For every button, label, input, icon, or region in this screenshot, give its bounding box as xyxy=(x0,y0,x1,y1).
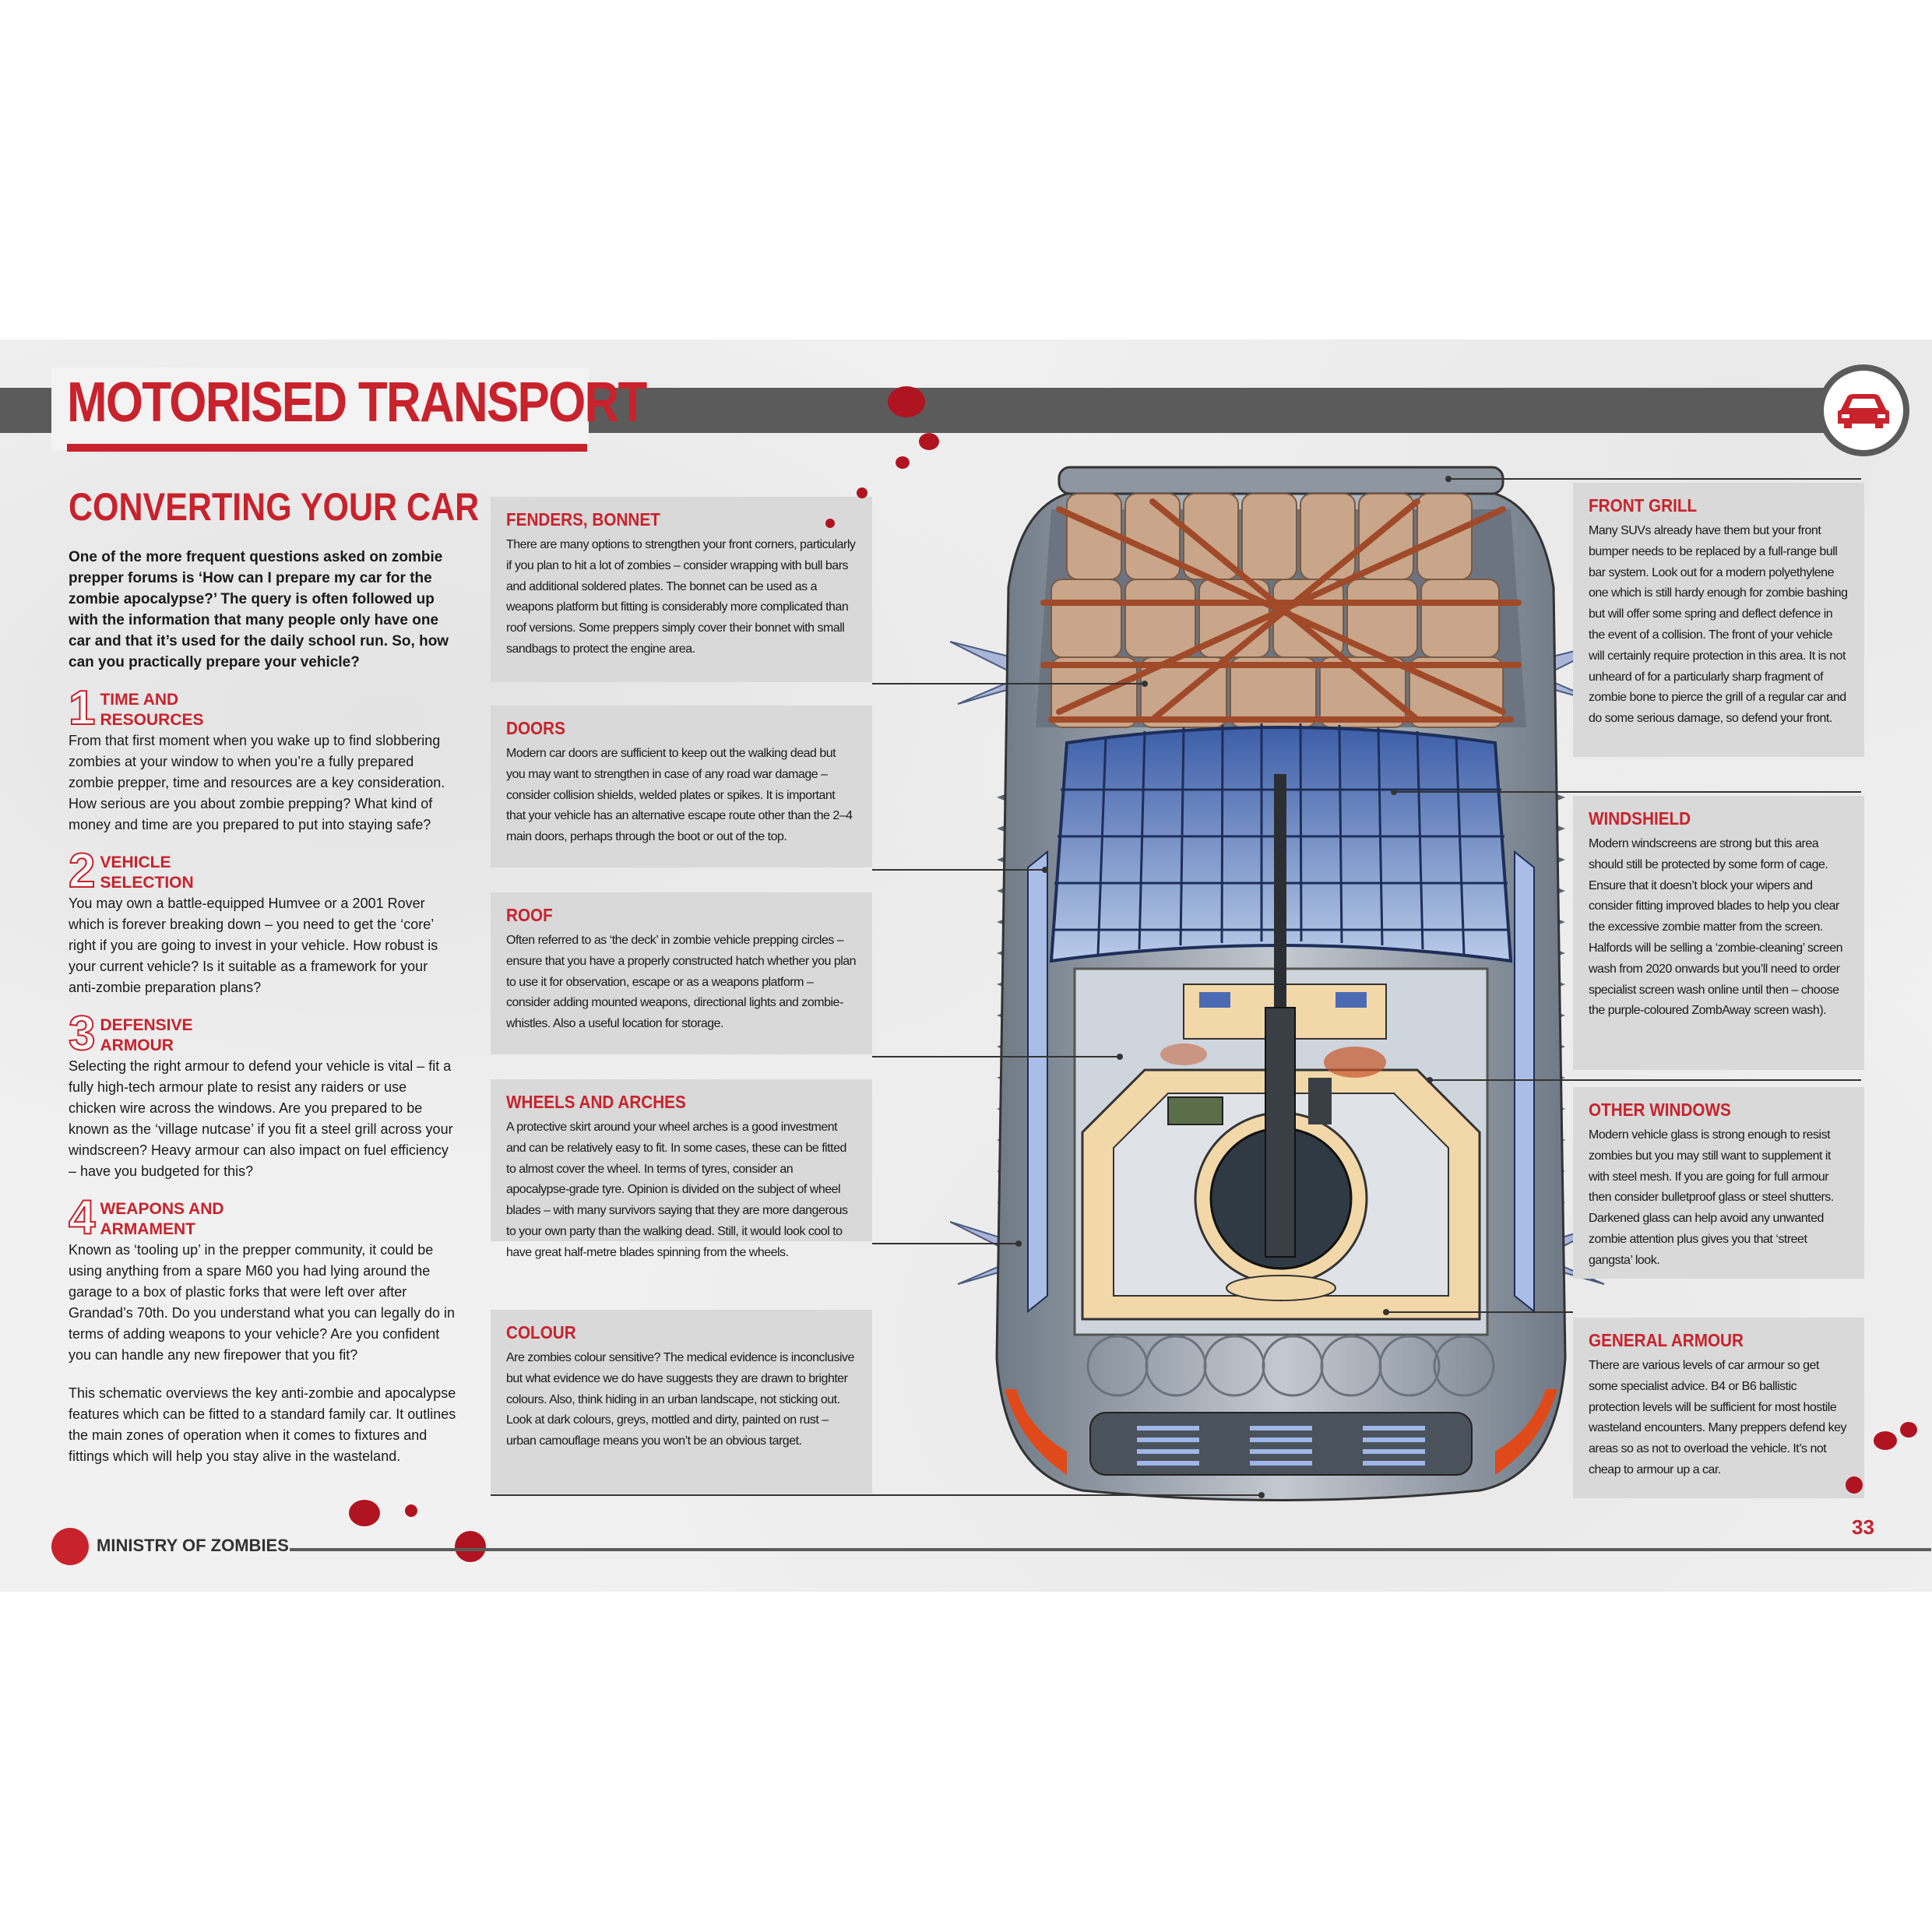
callout-front-grill: FRONT GRILL Many SUVs already have them … xyxy=(1573,483,1864,757)
callout-body: A protective skirt around your wheel arc… xyxy=(506,1121,848,1259)
list-item: 3 DEFENSIVE ARMOUR Selecting the right a… xyxy=(68,1007,458,1182)
leader-dot xyxy=(1117,1054,1123,1060)
leader-dot xyxy=(1142,681,1148,687)
step-number: 2 xyxy=(68,844,97,898)
callout-windshield: WINDSHIELD Modern windscreens are strong… xyxy=(1573,796,1864,1070)
callout-title: COLOUR xyxy=(506,1322,576,1343)
leader-line xyxy=(872,869,1043,871)
blood-splat xyxy=(825,519,835,528)
title-backdrop xyxy=(51,368,589,450)
leader-line xyxy=(491,1494,1262,1496)
step-title: DEFENSIVE ARMOUR xyxy=(100,1016,193,1054)
blood-splat xyxy=(405,1504,417,1517)
leader-line xyxy=(872,1243,1020,1244)
step-title: TIME AND RESOURCES xyxy=(100,691,204,729)
blood-splat xyxy=(1846,1476,1863,1494)
blood-splat xyxy=(455,1531,486,1562)
callout-body: Modern car doors are sufficient to keep … xyxy=(506,747,853,844)
car-icon xyxy=(1818,364,1909,456)
title-underline xyxy=(67,444,587,452)
callout-body: Many SUVs already have them but your fro… xyxy=(1589,524,1848,726)
ministry-of-zombies-logo xyxy=(51,1528,89,1565)
leader-dot xyxy=(1258,1492,1265,1498)
blood-splat xyxy=(1874,1431,1897,1450)
callout-colour: COLOUR Are zombies colour sensitive? The… xyxy=(491,1310,872,1494)
page-title: MOTORISED TRANSPORT xyxy=(67,371,647,434)
step-number: 3 xyxy=(68,1007,97,1061)
callout-body: Are zombies colour sensitive? The medica… xyxy=(506,1351,854,1448)
callout-body: Modern vehicle glass is strong enough to… xyxy=(1589,1128,1834,1267)
callout-title: GENERAL ARMOUR xyxy=(1589,1330,1744,1350)
callout-title: DOORS xyxy=(506,718,565,738)
leader-dot xyxy=(1391,789,1397,795)
page-number: 33 xyxy=(1852,1515,1874,1539)
step-number: 4 xyxy=(68,1191,97,1244)
leader-line xyxy=(1448,478,1861,480)
blood-splat xyxy=(896,456,910,469)
footer-bar xyxy=(290,1548,1931,1551)
callout-title: FENDERS, BONNET xyxy=(506,509,660,530)
callout-body: There are various levels of car armour s… xyxy=(1589,1359,1847,1476)
blood-splat xyxy=(857,487,867,498)
step-title: VEHICLE SELECTION xyxy=(100,853,194,892)
blood-splat xyxy=(888,386,925,417)
leader-line xyxy=(872,1056,1121,1057)
step-body: You may own a battle-equipped Humvee or … xyxy=(69,896,438,995)
step-body: From that first moment when you wake up … xyxy=(69,733,445,832)
callout-title: FRONT GRILL xyxy=(1589,495,1698,516)
leader-line xyxy=(1430,1079,1861,1081)
blood-splat xyxy=(919,433,939,450)
leader-dot xyxy=(1015,1240,1022,1247)
blood-splat xyxy=(349,1500,380,1526)
callout-title: ROOF xyxy=(506,905,553,925)
callout-body: Often referred to as ‘the deck’ in zombi… xyxy=(506,934,857,1031)
page-spread: MOTORISED TRANSPORT CONVERTING YOUR CAR … xyxy=(0,340,1932,1592)
section-heading: CONVERTING YOUR CAR xyxy=(69,485,480,529)
callout-body: Modern windscreens are strong but this a… xyxy=(1589,837,1843,1018)
step-title: WEAPONS AND ARMAMENT xyxy=(100,1200,224,1238)
step-body: Selecting the right armour to defend you… xyxy=(69,1058,453,1179)
leader-dot xyxy=(1445,476,1452,482)
callout-general-armour: GENERAL ARMOUR There are various levels … xyxy=(1573,1318,1864,1498)
blood-splat xyxy=(1900,1422,1917,1438)
leader-dot xyxy=(1427,1077,1433,1083)
leader-line xyxy=(1394,791,1861,793)
footer-brand: MINISTRY OF ZOMBIES xyxy=(97,1536,289,1555)
callout-body: There are many options to strengthen you… xyxy=(506,538,856,656)
callout-doors: DOORS Modern car doors are sufficient to… xyxy=(491,706,872,867)
step-body: Known as ‘tooling up’ in the prepper com… xyxy=(69,1242,455,1363)
list-item: 2 VEHICLE SELECTION You may own a battle… xyxy=(68,844,458,998)
callout-title: WHEELS AND ARCHES xyxy=(506,1092,686,1112)
step-number: 1 xyxy=(68,681,97,735)
list-item: 1 TIME AND RESOURCES From that first mom… xyxy=(68,681,458,836)
callout-wheels-arches: WHEELS AND ARCHES A protective skirt aro… xyxy=(491,1079,872,1259)
callout-fenders-bonnet: FENDERS, BONNET There are many options t… xyxy=(491,497,872,682)
armoured-car-schematic xyxy=(950,466,1612,1501)
intro-paragraph: One of the more frequent questions asked… xyxy=(69,549,449,670)
callout-title: OTHER WINDOWS xyxy=(1589,1100,1731,1120)
closing-paragraph: This schematic overviews the key anti-zo… xyxy=(69,1385,456,1464)
list-item: 4 WEAPONS AND ARMAMENT Known as ‘tooling… xyxy=(68,1191,458,1366)
leader-dot xyxy=(1383,1309,1389,1315)
leader-dot xyxy=(1042,867,1048,873)
callout-title: WINDSHIELD xyxy=(1589,808,1691,829)
leader-line xyxy=(1386,1311,1573,1313)
callout-roof: ROOF Often referred to as ‘the deck’ in … xyxy=(491,892,872,1054)
left-column: CONVERTING YOUR CAR One of the more freq… xyxy=(68,484,480,1467)
leader-line xyxy=(872,683,1145,684)
callout-other-windows: OTHER WINDOWS Modern vehicle glass is st… xyxy=(1573,1087,1864,1279)
